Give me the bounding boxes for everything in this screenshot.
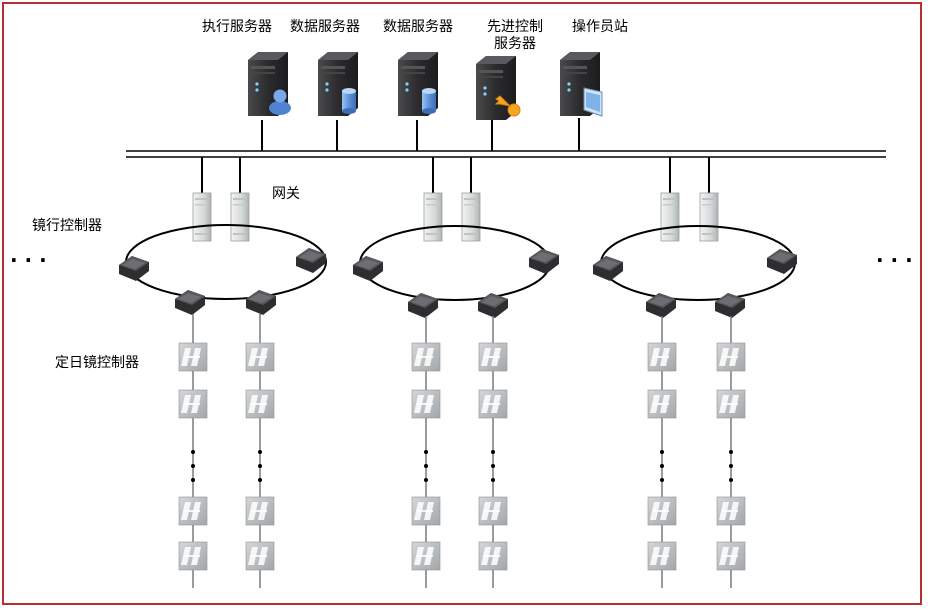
ellipsis-dot bbox=[191, 450, 195, 454]
server-drops bbox=[261, 118, 580, 151]
heliostat-panel bbox=[716, 496, 746, 526]
ellipsis-dot bbox=[491, 464, 495, 468]
heliostat-panel bbox=[178, 342, 208, 372]
server-data-1 bbox=[318, 52, 358, 116]
heliostat-panel bbox=[411, 496, 441, 526]
heliostat-panel bbox=[245, 389, 275, 419]
ellipsis-right: · · · bbox=[876, 248, 913, 272]
label-server-exec: 执行服务器 bbox=[202, 19, 272, 35]
diagram-frame bbox=[2, 2, 922, 605]
heliostat-panel bbox=[478, 541, 508, 571]
key-icon bbox=[494, 95, 521, 117]
ring-nodes bbox=[119, 248, 797, 318]
server-apc bbox=[476, 56, 521, 120]
label-operator-station: 操作员站 bbox=[572, 19, 628, 35]
heliostat-panel bbox=[647, 389, 677, 419]
ellipsis-dot bbox=[491, 450, 495, 454]
heliostat-panel bbox=[716, 342, 746, 372]
ellipsis-dot bbox=[729, 450, 733, 454]
heliostat-panel bbox=[178, 389, 208, 419]
heliostat-panel bbox=[478, 389, 508, 419]
ring-3 bbox=[600, 225, 796, 301]
ellipsis-dot bbox=[660, 464, 664, 468]
heliostat-panel bbox=[478, 496, 508, 526]
ellipsis-dot bbox=[660, 450, 664, 454]
gateway-group-2 bbox=[423, 192, 481, 242]
heliostat-panel bbox=[411, 342, 441, 372]
heliostat-panel bbox=[647, 342, 677, 372]
operator-station bbox=[560, 52, 603, 117]
ellipsis-dot bbox=[258, 450, 262, 454]
ellipsis-dot bbox=[491, 478, 495, 482]
heliostat-panel bbox=[245, 496, 275, 526]
label-server-data-1: 数据服务器 bbox=[290, 19, 360, 35]
gateway-group-1 bbox=[192, 192, 250, 242]
ellipsis-dot bbox=[729, 478, 733, 482]
network-bus bbox=[126, 150, 886, 158]
server-data-2 bbox=[398, 52, 438, 116]
ellipsis-dot bbox=[191, 478, 195, 482]
ellipsis-dot bbox=[424, 478, 428, 482]
label-mirror-row-controller: 镜行控制器 bbox=[32, 218, 102, 234]
heliostat-panel bbox=[411, 541, 441, 571]
label-server-apc: 先进控制 服务器 bbox=[478, 19, 552, 53]
ellipsis-left: · · · bbox=[10, 248, 47, 272]
heliostat-panel bbox=[647, 496, 677, 526]
ellipsis-dot bbox=[191, 464, 195, 468]
heliostat-panels bbox=[178, 342, 746, 571]
ellipsis-dot bbox=[424, 464, 428, 468]
ellipsis-dot bbox=[729, 464, 733, 468]
gateway-drops bbox=[201, 157, 710, 195]
heliostat-panel bbox=[716, 541, 746, 571]
heliostat-panel bbox=[647, 541, 677, 571]
vertical-ellipsis bbox=[191, 450, 733, 482]
ellipsis-dot bbox=[660, 478, 664, 482]
database-icon bbox=[342, 88, 356, 114]
server-exec bbox=[248, 52, 291, 116]
user-icon bbox=[269, 89, 291, 115]
monitor-icon bbox=[583, 87, 603, 117]
heliostat-panel bbox=[478, 342, 508, 372]
label-gateway: 网关 bbox=[272, 186, 300, 202]
heliostat-panel bbox=[716, 389, 746, 419]
ring-2 bbox=[359, 225, 551, 301]
ellipsis-dot bbox=[258, 464, 262, 468]
heliostat-panel bbox=[245, 342, 275, 372]
label-heliostat-controller: 定日镜控制器 bbox=[55, 355, 139, 371]
label-server-apc-line1: 先进控制 bbox=[487, 19, 543, 35]
database-icon bbox=[422, 88, 436, 114]
label-server-data-2: 数据服务器 bbox=[383, 19, 453, 35]
heliostat-panel bbox=[178, 541, 208, 571]
heliostat-panel bbox=[178, 496, 208, 526]
gateway-group-3 bbox=[660, 192, 719, 242]
heliostat-panel bbox=[411, 389, 441, 419]
ellipsis-dot bbox=[258, 478, 262, 482]
ellipsis-dot bbox=[424, 450, 428, 454]
label-server-apc-line2: 服务器 bbox=[494, 36, 536, 52]
heliostat-panel bbox=[245, 541, 275, 571]
